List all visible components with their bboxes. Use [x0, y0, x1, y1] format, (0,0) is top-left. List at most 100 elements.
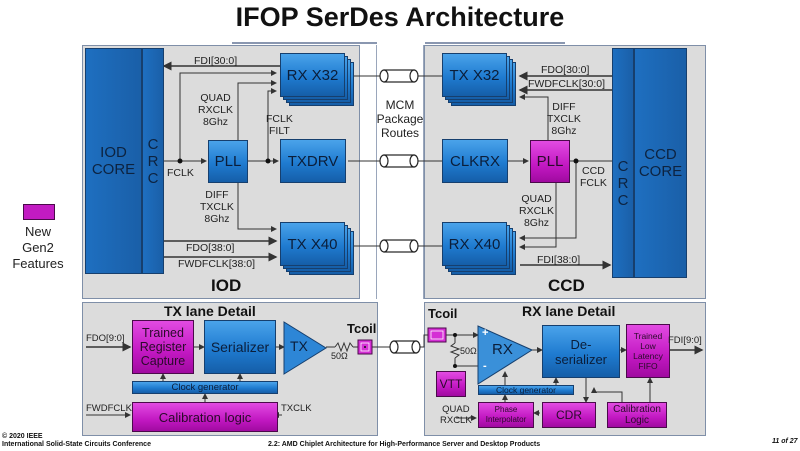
mcm-label: MCM Package Routes — [372, 98, 428, 140]
tx-driver-label: TX — [290, 338, 308, 354]
mcm-column — [376, 45, 424, 299]
iod-fclk-filt-label: FCLK FILT — [266, 113, 293, 137]
crc-letter: R — [617, 174, 629, 192]
cdr: CDR — [542, 402, 596, 428]
label-line: Interpolator — [485, 415, 527, 424]
trained-low-latency-fifo: Trained Low Latency FIFO — [626, 324, 670, 378]
label-line: QUAD — [200, 92, 231, 104]
label-line: FCLK — [266, 113, 293, 125]
label-line: Capture — [140, 354, 186, 368]
iod-txdrv: TXDRV — [280, 139, 346, 183]
iod-core: IOD CORE — [85, 48, 142, 274]
junction-dot — [453, 364, 457, 368]
tcoil-icon — [357, 339, 373, 355]
rx-quad-rxclk-label: QUAD RXCLK — [440, 404, 472, 426]
ccd-section-label: CCD — [548, 276, 585, 295]
label-line: Latency — [633, 351, 663, 361]
rx-fdi-label: FDI[9:0] — [668, 335, 702, 346]
ccd-pll: PLL — [530, 140, 570, 183]
iod-fdi-label: FDI[30:0] — [194, 55, 238, 67]
rx-amplifier-triangle — [477, 325, 534, 385]
iod-fclk-label: FCLK — [167, 167, 194, 179]
iod-core-label: IOD — [100, 144, 127, 161]
label-line: FILT — [269, 125, 290, 138]
legend-label-line: New — [24, 224, 51, 239]
label-line: QUAD — [442, 404, 470, 415]
iod-fdo-label: FDO[38:0] — [186, 242, 235, 254]
legend-label-line: Features — [12, 256, 64, 271]
ccd-fdi-label: FDI[38:0] — [537, 254, 581, 266]
ccd-crc: C R C — [612, 48, 634, 278]
label-line: Low — [640, 341, 656, 351]
iod-quad-rxclk-label: QUAD RXCLK 8Ghz — [198, 92, 233, 128]
junction-dot — [453, 333, 457, 337]
vtt: VTT — [436, 371, 466, 397]
ccd-rx-x40-label: RX X40 — [442, 222, 507, 266]
package-route-icon — [379, 69, 419, 83]
crc-letter: C — [617, 157, 629, 175]
wire-fclk-filt — [267, 88, 277, 161]
label-line: Logic — [625, 415, 649, 426]
wire-diff-txclk — [237, 183, 277, 232]
wire-vtt — [454, 358, 478, 367]
label-line: Trained — [633, 331, 663, 341]
label-line: Calibration — [613, 404, 661, 415]
label-line: TXCLK — [200, 201, 234, 214]
package-route-icon — [379, 154, 419, 168]
rx-resistor-zigzag — [449, 342, 461, 359]
ccd-diff-txclk-label: DIFF TXCLK 8Ghz — [547, 101, 581, 137]
label-line: FIFO — [638, 361, 658, 371]
crc-letter: R — [147, 152, 159, 170]
legend-swatch — [23, 204, 55, 220]
package-route-icon — [379, 239, 419, 253]
tx-clock-generator: Clock generator — [132, 381, 278, 394]
crc-letter: C — [147, 169, 159, 187]
label-line: DIFF — [205, 189, 229, 201]
wire-ccd-fclk-rx — [519, 161, 577, 241]
label-line: RXCLK — [198, 104, 234, 117]
tx-tcoil-label: Tcoil — [347, 321, 377, 336]
ccd-fclk-label: CCD FCLK — [580, 165, 607, 189]
crc-letter: C — [147, 135, 159, 153]
title-underline-left — [232, 42, 377, 44]
phase-interpolator: Phase Interpolator — [478, 402, 534, 428]
tx-driver-triangle — [283, 321, 327, 375]
label-line: RXCLK — [519, 205, 555, 218]
label-line: MCM — [385, 98, 415, 112]
wire-cal-clkgen — [591, 387, 623, 402]
label-line: De- — [570, 336, 592, 352]
label-line: RXCLK — [440, 415, 472, 426]
rx-plus-label: + — [482, 327, 489, 339]
ccd-core-label: CCD — [644, 146, 677, 163]
iod-tx-x40: TX X40 — [280, 222, 354, 275]
footer-conference: International Solid-State Circuits Confe… — [2, 441, 151, 448]
label-line: serializer — [554, 351, 607, 367]
iod-fwdfclk-label: FWDFCLK[38:0] — [178, 258, 256, 270]
trained-register-capture: Trained Register Capture — [132, 320, 194, 374]
ccd-quad-rxclk-label: QUAD RXCLK 8Ghz — [519, 193, 554, 229]
rx-clock-generator: Clock generator — [478, 385, 574, 395]
ccd-core-label: CORE — [638, 163, 683, 180]
iod-core-label: CORE — [91, 161, 136, 178]
crc-letter: C — [617, 191, 629, 209]
footer-talk-title: 2.2: AMD Chiplet Architecture for High-P… — [268, 441, 541, 448]
label-line: Routes — [380, 126, 420, 140]
deserializer: De- serializer — [542, 325, 620, 378]
iod-crc: C R C — [142, 48, 164, 274]
tx-fwdfclk-label: FWDFCLK — [86, 403, 132, 414]
label-line: Phase — [494, 405, 518, 414]
package-route-icon — [389, 340, 421, 354]
rx-minus-label: - — [483, 360, 487, 372]
ccd-fdo-label: FDO[30:0] — [541, 64, 590, 76]
iod-diff-txclk-label: DIFF TXCLK 8Ghz — [200, 189, 234, 225]
wire-quad-rxclk — [237, 80, 277, 140]
tx-txclk-label: TXCLK — [281, 403, 312, 414]
iod-tx-x40-label: TX X40 — [280, 222, 345, 266]
junction-dot — [573, 158, 579, 164]
ccd-clkrx: CLKRX — [442, 139, 508, 183]
legend-label-line: Gen2 — [22, 240, 54, 255]
label-line: CCD — [582, 165, 605, 177]
legend: New Gen2 Features — [8, 204, 68, 272]
slide-title: IFOP SerDes Architecture — [235, 2, 565, 32]
